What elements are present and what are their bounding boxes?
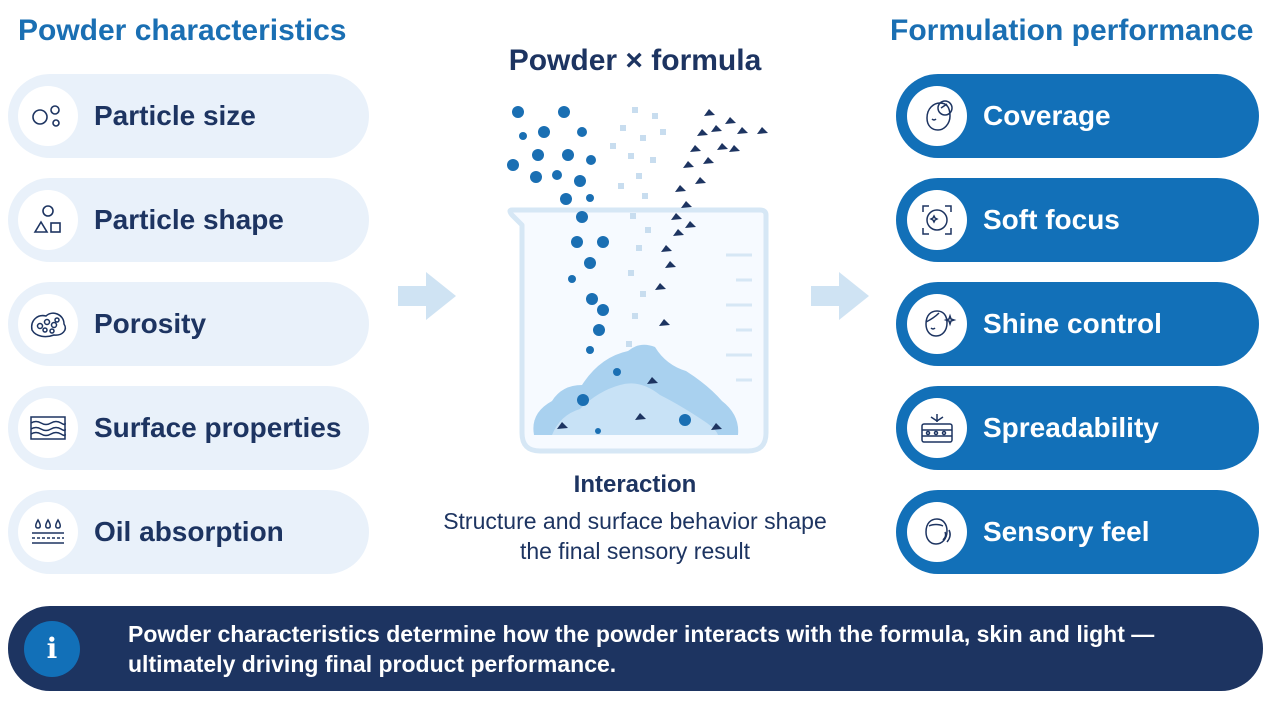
surface-properties-icon [18,398,78,458]
oil-absorption-icon [18,502,78,562]
info-icon: i [24,620,80,677]
characteristic-surface-properties: Surface properties [8,386,369,470]
left-flow-arrow [398,272,456,320]
characteristic-oil-absorption: Oil absorption [8,490,369,574]
info-banner: i Powder characteristics determine how t… [8,606,1263,691]
particle-shape-icon [18,190,78,250]
info-text: Powder characteristics determine how the… [128,620,1155,677]
characteristic-label: Surface properties [94,412,342,443]
shine-control-icon [907,294,967,354]
performance-label: Sensory feel [983,516,1150,547]
porosity-icon [18,294,78,354]
powder-characteristics-heading: Powder characteristics [18,14,347,47]
characteristic-label: Particle shape [94,204,284,235]
performance-sensory-feel: Sensory feel [896,490,1259,574]
performance-soft-focus: Soft focus [896,178,1259,262]
center-title: Powder × formula [508,44,762,77]
right-flow-arrow [811,272,869,320]
performance-label: Spreadability [983,412,1159,443]
performance-label: Shine control [983,308,1162,339]
spreadability-icon [907,398,967,458]
performance-label: Soft focus [983,204,1120,235]
formulation-performance-heading: Formulation performance [890,14,1254,47]
characteristic-label: Oil absorption [94,516,284,547]
soft-focus-icon [907,190,967,250]
performance-coverage: Coverage [896,74,1259,158]
particle-size-icon [18,86,78,146]
characteristic-particle-size: Particle size [8,74,369,158]
performance-label: Coverage [983,100,1111,131]
characteristic-label: Particle size [94,100,256,131]
characteristic-label: Porosity [94,308,207,339]
coverage-face-icon [907,86,967,146]
characteristic-porosity: Porosity [8,282,369,366]
sensory-feel-icon [907,502,967,562]
beaker-illustration [507,106,769,454]
performance-spreadability: Spreadability [896,386,1259,470]
characteristic-particle-shape: Particle shape [8,178,369,262]
interaction-title: Interaction [573,471,697,498]
interaction-description: Structure and surface behavior shape the… [443,508,827,564]
performance-shine-control: Shine control [896,282,1259,366]
